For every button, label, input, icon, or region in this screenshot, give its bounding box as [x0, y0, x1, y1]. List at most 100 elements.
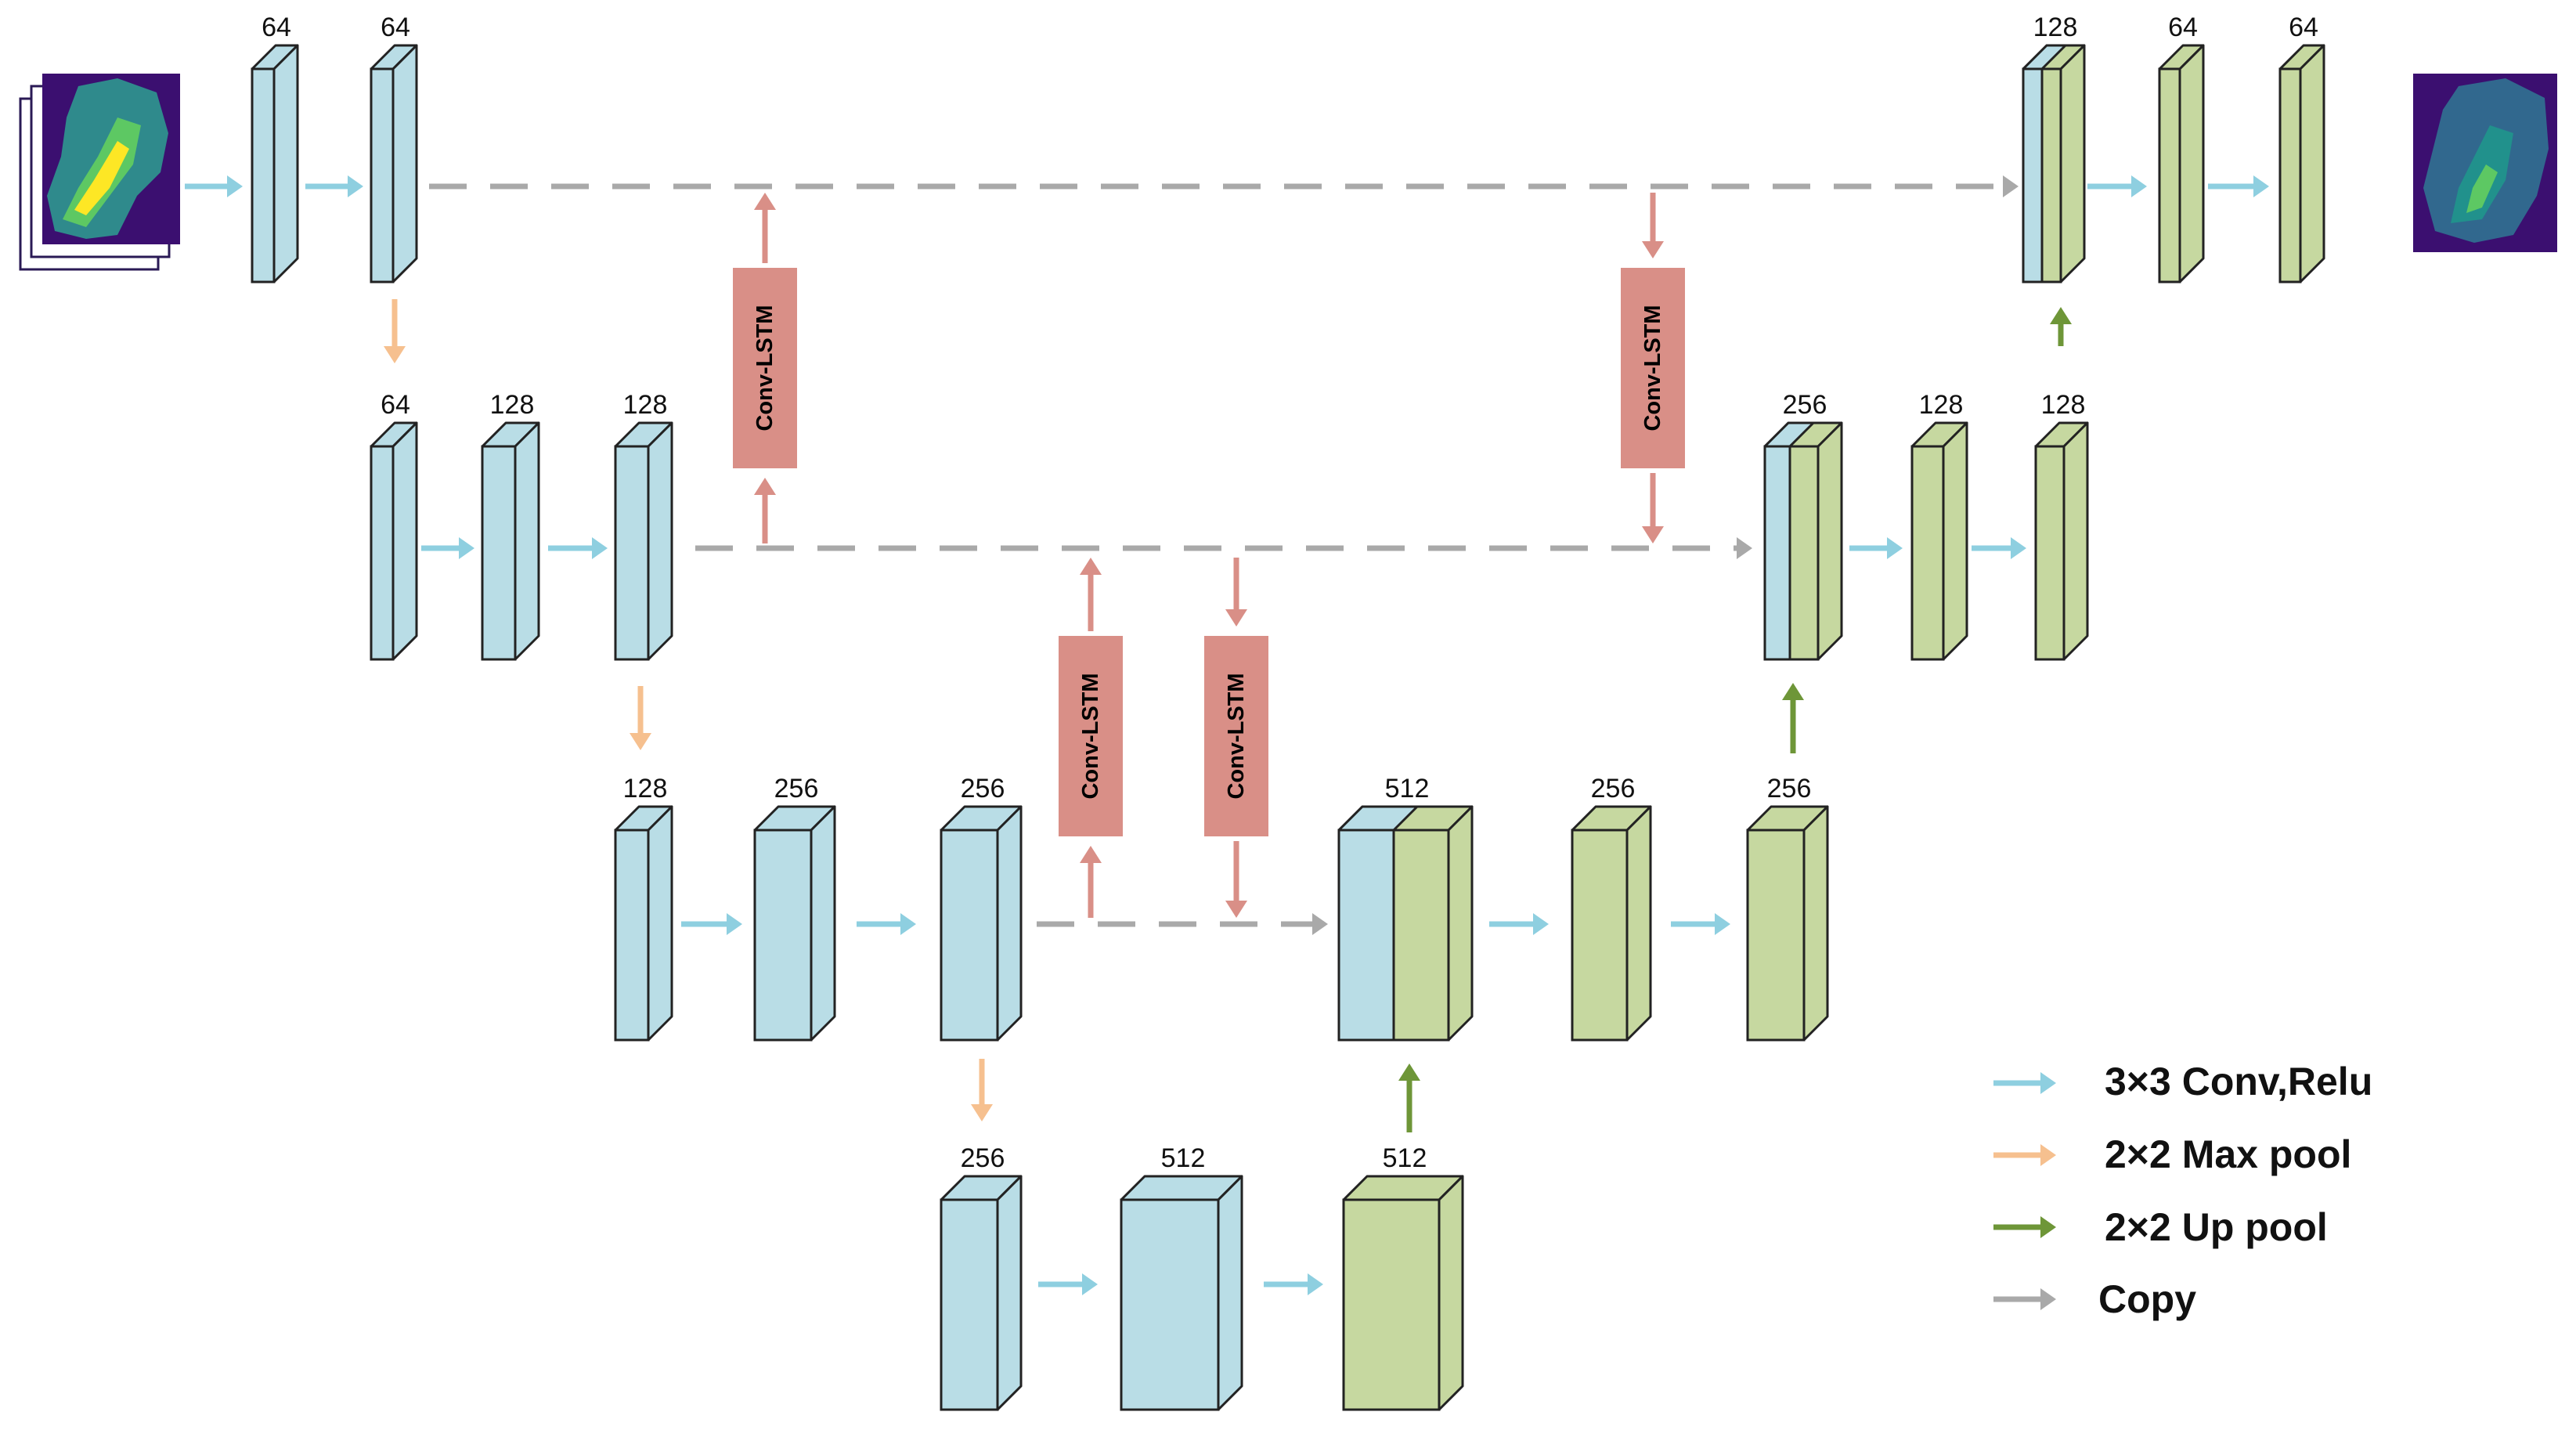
skip-connection-level3 [1037, 913, 1328, 935]
legend-arrow [1993, 1216, 2056, 1238]
feature-map-block [1763, 421, 1843, 661]
conv-lstm-box-3: Conv-LSTM [1059, 558, 1123, 918]
legend-maxpool-arrow-icon [1993, 1144, 2056, 1166]
up-pool-arrow [2050, 307, 2072, 346]
channel-count-label: 128 [623, 774, 668, 803]
input-map-thumbnail-icon [42, 74, 180, 244]
conv-lstm-input-arrow [1080, 846, 1102, 918]
max-pool-arrow [384, 299, 406, 363]
legend-label-maxpool: 2×2 Max pool [2105, 1132, 2351, 1176]
input-image-stack [19, 74, 180, 271]
conv-relu-arrow [1671, 913, 1730, 935]
channel-count-label: 256 [1783, 390, 1827, 420]
conv-lstm-box-4: Conv-LSTM [1204, 558, 1268, 918]
channel-count-label: 256 [961, 1143, 1005, 1173]
channel-count-label: 128 [2033, 13, 2078, 42]
conv-lstm-label: Conv-LSTM [1078, 673, 1103, 799]
feature-map-block [614, 421, 673, 661]
channel-count-label: 64 [2168, 13, 2198, 42]
feature-map-block [481, 421, 540, 661]
feature-map-block [753, 805, 836, 1042]
conv-relu-arrow [1972, 537, 2026, 559]
channel-count-label: 512 [1161, 1143, 1206, 1173]
conv-lstm-box-2: Conv-LSTM [1621, 193, 1685, 543]
feature-map-block [1910, 421, 1968, 661]
legend-uppool-arrow-icon [1993, 1216, 2056, 1238]
channel-count-label: 64 [381, 390, 410, 420]
feature-map-block [2158, 44, 2205, 283]
channel-count-label: 128 [623, 390, 668, 420]
legend-item-conv: 3×3 Conv,Relu [1993, 1060, 2372, 1103]
output-map-thumbnail-icon [2413, 74, 2557, 252]
conv-lstm-label: Conv-LSTM [1224, 673, 1249, 799]
feature-map-block [2034, 421, 2089, 661]
conv-lstm-input-arrow [754, 478, 776, 543]
conv-lstm-input-arrow [1642, 193, 1664, 258]
conv-lstm-input-arrow [1225, 558, 1247, 627]
legend-copy-arrow-icon [1993, 1288, 2056, 1310]
channel-count-label: 64 [2289, 13, 2318, 42]
max-pool-arrow [630, 686, 651, 750]
conv-lstm-output-arrow [754, 193, 776, 263]
conv-relu-arrow [305, 175, 363, 197]
conv-relu-arrow [421, 537, 474, 559]
legend-conv-arrow-icon [1993, 1072, 2056, 1094]
conv-relu-arrow [1489, 913, 1549, 935]
channel-count-label: 256 [1767, 774, 1812, 803]
feature-map-block [2278, 44, 2325, 283]
feature-map-block [1120, 1175, 1243, 1411]
conv-relu-arrow [681, 913, 742, 935]
feature-map-block [1342, 1175, 1464, 1411]
channel-count-label: 512 [1385, 774, 1430, 803]
legend-item-maxpool: 2×2 Max pool [1993, 1132, 2351, 1176]
legend-label-conv: 3×3 Conv,Relu [2105, 1060, 2372, 1103]
channel-count-label: 256 [1591, 774, 1636, 803]
channel-count-label: 64 [262, 13, 291, 42]
conv-relu-arrow [185, 175, 243, 197]
up-pool-arrow [1398, 1063, 1420, 1132]
conv-lstm-output-arrow [1642, 473, 1664, 543]
legend-item-uppool: 2×2 Up pool [1993, 1205, 2328, 1249]
conv-relu-arrow [2208, 175, 2269, 197]
conv-lstm-label: Conv-LSTM [1640, 305, 1665, 431]
channel-count-label: 128 [490, 390, 535, 420]
feature-map-block [940, 1175, 1023, 1411]
conv-lstm-box-1: Conv-LSTM [733, 193, 797, 543]
feature-map-block [251, 44, 299, 283]
conv-lstm-output-arrow [1225, 841, 1247, 918]
conv-relu-arrow [1849, 537, 1903, 559]
conv-relu-arrow [2087, 175, 2147, 197]
feature-map-block [1571, 805, 1652, 1042]
channel-count-label: 64 [381, 13, 410, 42]
legend: 3×3 Conv,Relu 2×2 Max pool 2×2 Up pool C… [1993, 1060, 2372, 1321]
conv-relu-arrow [548, 537, 608, 559]
skip-connection-level2 [695, 537, 1752, 559]
feature-map-block [940, 805, 1023, 1042]
channel-count-label: 512 [1383, 1143, 1427, 1173]
feature-map-block [370, 421, 418, 661]
legend-label-copy: Copy [2098, 1277, 2196, 1321]
legend-label-uppool: 2×2 Up pool [2105, 1205, 2328, 1249]
feature-map-block [614, 805, 673, 1042]
conv-lstm-output-arrow [1080, 558, 1102, 631]
conv-relu-arrow [1264, 1273, 1323, 1295]
channel-count-label: 256 [961, 774, 1005, 803]
conv-relu-arrow [857, 913, 916, 935]
legend-arrow [1993, 1072, 2056, 1094]
legend-item-copy: Copy [1993, 1277, 2196, 1321]
channel-count-label: 128 [1919, 390, 1964, 420]
channel-count-label: 128 [2041, 390, 2086, 420]
max-pool-arrow [971, 1059, 993, 1121]
skip-connection-level1 [429, 175, 2019, 197]
channel-count-label: 256 [774, 774, 819, 803]
feature-map-block [370, 44, 418, 283]
legend-arrow [1993, 1288, 2056, 1310]
legend-arrow [1993, 1144, 2056, 1166]
conv-relu-arrow [1038, 1273, 1098, 1295]
feature-map-block [1337, 805, 1474, 1042]
up-pool-arrow [1782, 683, 1804, 753]
feature-map-block [1746, 805, 1829, 1042]
conv-lstm-label: Conv-LSTM [752, 305, 777, 431]
feature-map-block [2022, 44, 2086, 283]
